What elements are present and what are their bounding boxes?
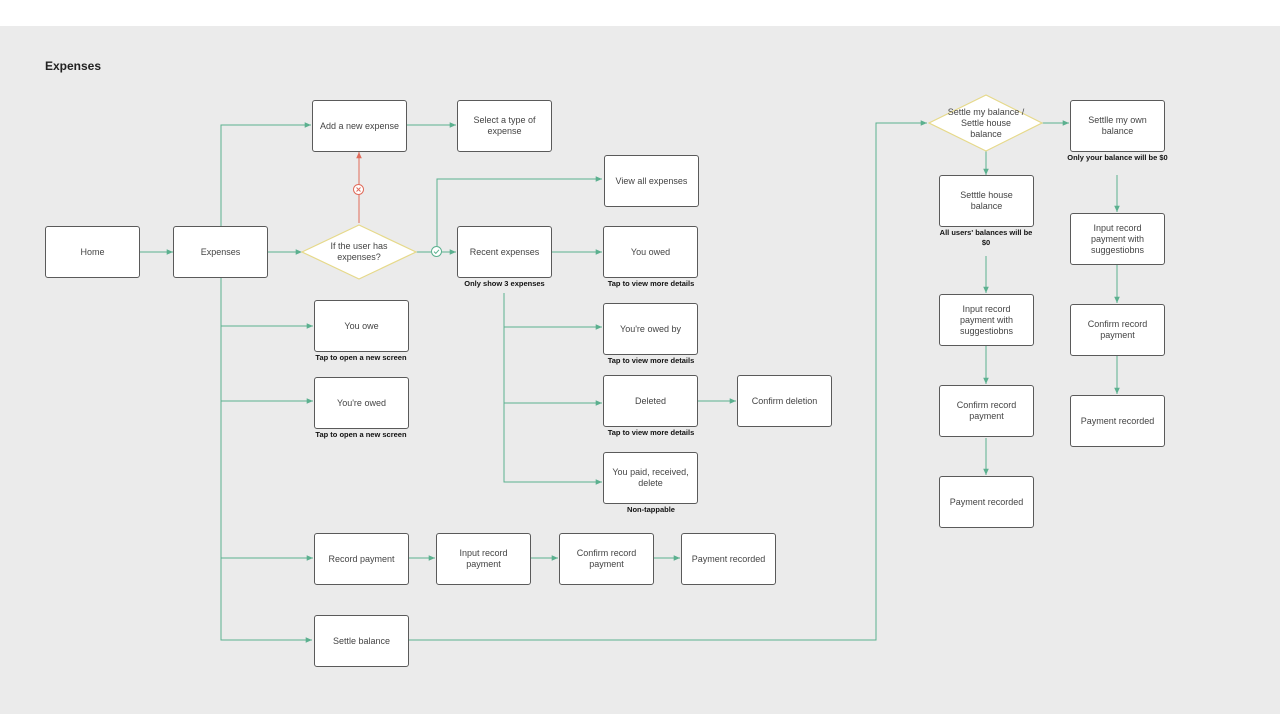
confirm-deletion-node[interactable]: Confirm deletion bbox=[737, 375, 832, 427]
input-record-payment-node[interactable]: Input record payment bbox=[436, 533, 531, 585]
page-title: Expenses bbox=[45, 59, 102, 73]
edge-expenses-add bbox=[220, 122, 311, 226]
you-paid-received-delete-node: You paid, received, delete bbox=[603, 452, 698, 504]
note-you-owe-tap: Tap to open a new screen bbox=[315, 353, 407, 362]
settle-balance-node[interactable]: Settle balance bbox=[314, 615, 409, 667]
recent-expenses-node[interactable]: Recent expenses bbox=[457, 226, 552, 278]
add-new-expense-node[interactable]: Add a new expense bbox=[312, 100, 407, 152]
home-node[interactable]: Home bbox=[45, 226, 140, 278]
own-input-record-payment-node[interactable]: Input record payment with suggestiobns bbox=[1070, 213, 1165, 265]
edge-recent-trunk bbox=[503, 293, 602, 485]
settle-own-balance-node[interactable]: Settlle my own balance bbox=[1070, 100, 1165, 152]
note-only-your-zero: Only your balance will be $0 bbox=[1067, 153, 1168, 162]
house-input-record-payment-node[interactable]: Input record payment with suggestiobns bbox=[939, 294, 1034, 346]
note-all-users-zero: All users' balances will be $0 bbox=[939, 228, 1033, 247]
settle-house-balance-node[interactable]: Setttle house balance bbox=[939, 175, 1034, 227]
decision-settle-label: Settle my balance / Settle house balance bbox=[947, 106, 1025, 139]
decision-has-expenses-shape bbox=[300, 224, 418, 280]
you-owe-node[interactable]: You owe bbox=[314, 300, 409, 352]
view-all-expenses-node[interactable]: View all expenses bbox=[604, 155, 699, 207]
check-circle-icon bbox=[431, 246, 442, 257]
edge-decision-viewall bbox=[436, 176, 602, 246]
edge-expenses-trunk bbox=[220, 278, 312, 643]
deleted-node[interactable]: Deleted bbox=[603, 375, 698, 427]
decision-settle-shape bbox=[927, 94, 1044, 152]
note-only-show-3: Only show 3 expenses bbox=[464, 279, 545, 288]
note-deleted-tap: Tap to view more details bbox=[607, 428, 695, 437]
youre-owed-by-node[interactable]: You're owed by bbox=[603, 303, 698, 355]
note-you-owed-tap: Tap to view more details bbox=[607, 279, 695, 288]
confirm-record-payment-node[interactable]: Confirm record payment bbox=[559, 533, 654, 585]
decision-has-expenses-label: If the user has expenses? bbox=[330, 241, 388, 262]
payment-recorded-node[interactable]: Payment recorded bbox=[681, 533, 776, 585]
record-payment-node[interactable]: Record payment bbox=[314, 533, 409, 585]
own-payment-recorded-node[interactable]: Payment recorded bbox=[1070, 395, 1165, 447]
x-circle-icon bbox=[353, 184, 364, 195]
diagram-canvas bbox=[0, 26, 1280, 714]
expenses-node[interactable]: Expenses bbox=[173, 226, 268, 278]
youre-owed-node[interactable]: You're owed bbox=[314, 377, 409, 429]
own-confirm-record-payment-node[interactable]: Confirm record payment bbox=[1070, 304, 1165, 356]
house-payment-recorded-node[interactable]: Payment recorded bbox=[939, 476, 1034, 528]
note-youre-owed-tap: Tap to open a new screen bbox=[315, 430, 407, 439]
house-confirm-record-payment-node[interactable]: Confirm record payment bbox=[939, 385, 1034, 437]
note-youre-owed-by-tap: Tap to view more details bbox=[607, 356, 695, 365]
you-owed-node[interactable]: You owed bbox=[603, 226, 698, 278]
note-non-tappable: Non-tappable bbox=[627, 505, 675, 514]
edge-settle-decision bbox=[409, 120, 927, 641]
select-expense-type-node[interactable]: Select a type of expense bbox=[457, 100, 552, 152]
